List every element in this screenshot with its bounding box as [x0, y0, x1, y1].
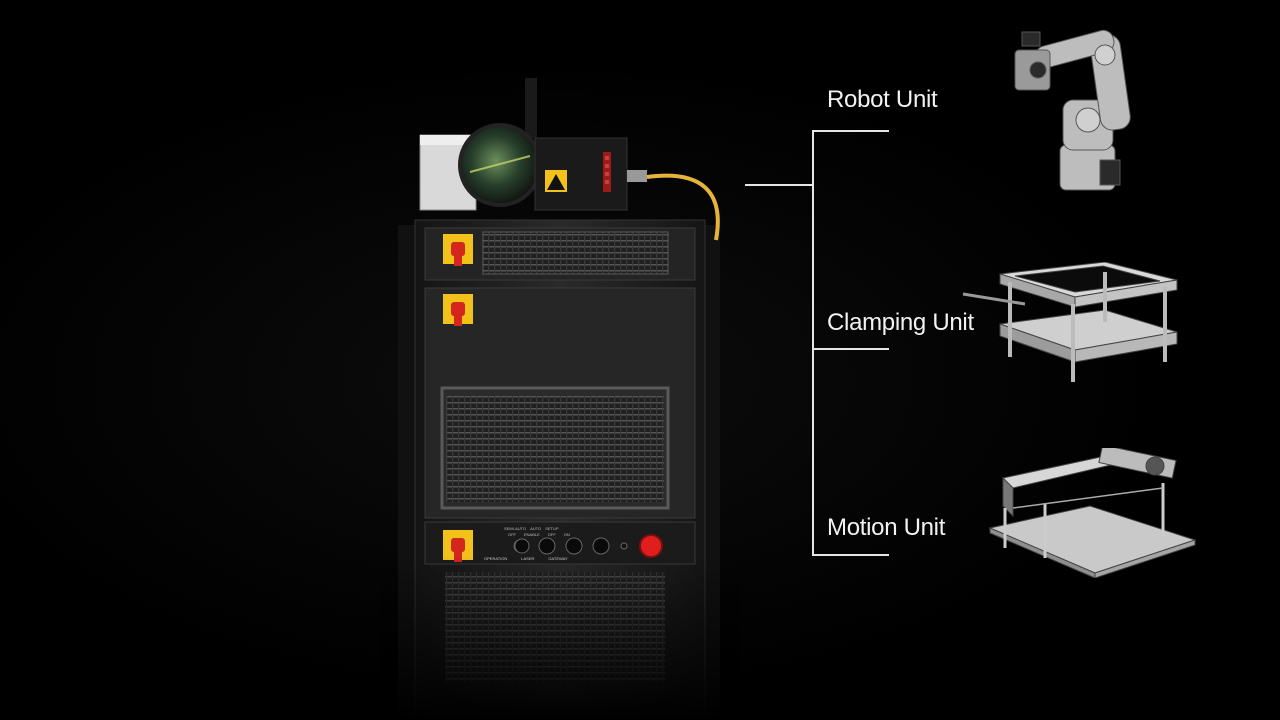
robot-unit-label: Robot Unit: [827, 86, 938, 113]
switch-label-semi-auto: SEMI-AUTO: [504, 526, 527, 531]
clamping-unit-label: Clamping Unit: [827, 309, 974, 336]
laser-cabinet: [380, 60, 740, 720]
switch-label-auto: AUTO: [530, 526, 542, 531]
switch-labels-2: OFF ENABLE OFF ON: [508, 532, 608, 537]
motion-unit-label: Motion Unit: [827, 514, 946, 541]
switch-label-enable: ENABLE: [524, 532, 540, 537]
clamping-branch-line: [812, 348, 889, 350]
clamping-frame-illustration: [962, 262, 1178, 382]
motion-branch-line: [812, 554, 889, 556]
main-connector-line: [745, 184, 813, 186]
robot-arm-illustration: [1014, 29, 1131, 191]
switch-label-off: OFF: [508, 532, 516, 537]
group-labels: OPERATION LASER GATEWAY: [484, 556, 594, 561]
switch-label-off-2: OFF: [547, 532, 556, 537]
switch-label-setup: SETUP: [545, 526, 559, 531]
robot-branch-line: [812, 130, 889, 132]
motion-table-illustration: [988, 448, 1197, 578]
group-label-gateway: GATEWAY: [548, 556, 568, 561]
switch-labels: SEMI-AUTO AUTO SETUP: [504, 526, 574, 531]
group-label-laser: LASER: [521, 556, 535, 561]
switch-label-on: ON: [563, 532, 570, 537]
bracket-vertical-line: [812, 130, 814, 556]
group-label-operation: OPERATION: [484, 556, 508, 561]
